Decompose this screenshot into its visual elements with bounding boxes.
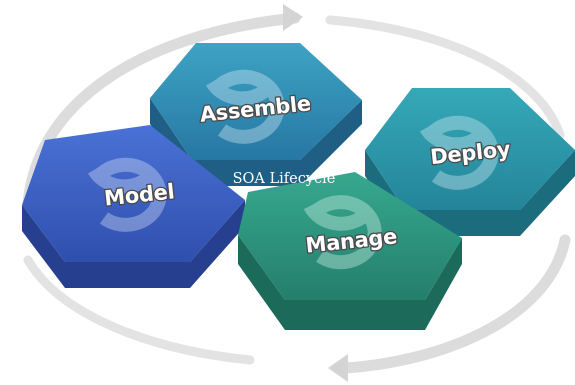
ring-arrow-bottom: [339, 234, 571, 374]
hex-model-side: [22, 200, 245, 288]
hex-assemble-side: [150, 98, 362, 186]
ring-arrow-top-head: [283, 4, 303, 31]
diagram-title: SOA Lifecycle: [233, 171, 336, 187]
hex-model-face: [22, 125, 245, 262]
hex-deploy-face: [365, 88, 575, 210]
stage-model: Model: [22, 125, 245, 288]
cycle-arrows-icon: [303, 195, 382, 270]
hex-manage-face: [238, 172, 462, 300]
ring-arrow-bottom-head: [328, 354, 348, 382]
stage-assemble: Assemble: [150, 43, 362, 186]
hex-assemble-face: [150, 43, 362, 160]
ring-arrow-right: [325, 15, 565, 140]
cycle-arrows-icon: [87, 157, 167, 232]
ring-arrow-left: [23, 255, 255, 365]
stage-manage: Manage: [238, 172, 462, 330]
cycle-arrows-icon: [205, 69, 285, 144]
cycle-arrows-icon: [419, 115, 499, 190]
hex-manage-side: [238, 235, 462, 330]
